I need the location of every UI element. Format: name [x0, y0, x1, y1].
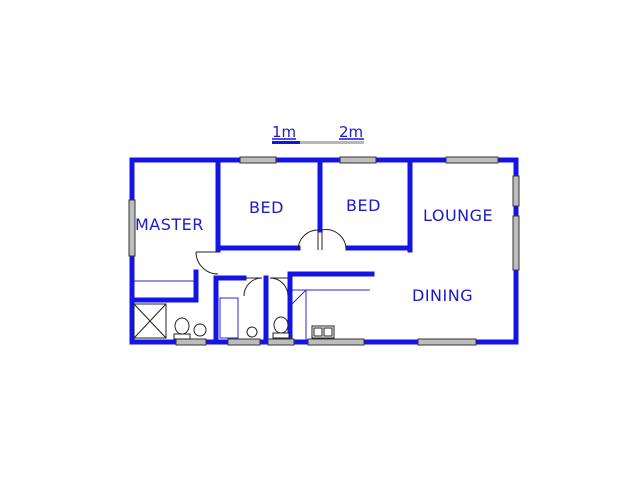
- window-bed1: [239, 156, 277, 164]
- window-master: [128, 199, 136, 257]
- windows: [128, 156, 520, 346]
- window-dining: [417, 338, 477, 346]
- window-bed2: [339, 156, 377, 164]
- window-kitchen: [307, 338, 365, 346]
- scale-label-2m: 2m: [339, 123, 363, 141]
- window-lounge-top: [445, 156, 499, 164]
- scale-segment-light: [300, 141, 364, 144]
- kitchen-counter-edge: [291, 289, 307, 305]
- room-label-dining: DINING: [412, 286, 473, 305]
- room-label-lounge: LOUNGE: [423, 206, 493, 225]
- toilet-ensuite: [173, 317, 191, 340]
- walls: [129, 157, 519, 345]
- door-bed2: [321, 229, 347, 251]
- toilet-wc: [272, 316, 290, 339]
- doors: [195, 229, 347, 297]
- fixtures: [133, 303, 335, 340]
- basin-ensuite: [193, 323, 207, 337]
- window-lounge-right: [512, 175, 520, 207]
- shower: [133, 303, 167, 339]
- window-wc: [267, 338, 295, 346]
- scale-bar: 1m 2m: [272, 123, 364, 144]
- room-label-bed-1: BED: [249, 198, 284, 217]
- bathtub: [219, 297, 239, 339]
- master-closet: [132, 280, 196, 300]
- door-bathroom: [243, 277, 263, 297]
- door-master: [195, 251, 219, 275]
- scale-segment-dark: [272, 141, 300, 144]
- room-label-master: MASTER: [135, 215, 204, 234]
- door-wc: [269, 277, 289, 297]
- room-label-bed-2: BED: [346, 196, 381, 215]
- door-bed1: [297, 229, 319, 251]
- kitchen-sink: [311, 325, 335, 339]
- room-labels: MASTER BED BED LOUNGE DINING: [135, 196, 493, 305]
- window-bath-1: [175, 338, 207, 346]
- window-bath-2: [227, 338, 261, 346]
- window-dining-right: [512, 215, 520, 271]
- scale-label-1m: 1m: [272, 123, 296, 141]
- basin-bathroom: [246, 326, 258, 338]
